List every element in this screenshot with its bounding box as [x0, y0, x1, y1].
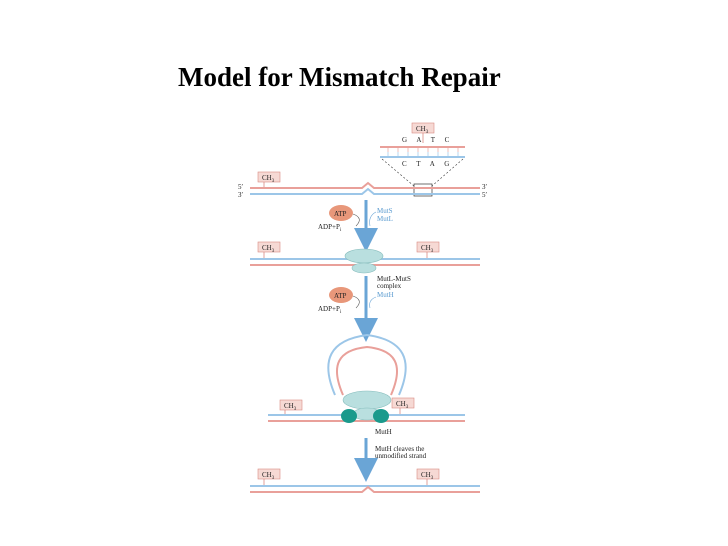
methyl-tag-row3-right: CH3: [391, 397, 415, 410]
svg-text:ATP: ATP: [334, 210, 347, 218]
muth-label-2: MutH: [375, 428, 392, 436]
svg-text:CH3: CH3: [396, 400, 409, 410]
three-prime-left: 3′: [238, 191, 244, 199]
atp-node-2: ATP: [329, 287, 353, 303]
mutl-label: MutL: [377, 215, 393, 223]
muth-protein-right: [373, 409, 389, 423]
methyl-tag-row2-right: CH3: [416, 241, 440, 254]
methyl-tag-row1: CH3: [257, 171, 281, 184]
dna-row-3-loop: CH3 CH3: [268, 333, 465, 423]
dna-row-1: CH3 5′ 3′ 3′ 5′: [238, 171, 488, 199]
muts-label: MutS: [377, 207, 393, 215]
methyl-tag-row2-left: CH3: [257, 241, 281, 254]
svg-text:CH3: CH3: [262, 244, 275, 254]
atp-node-1: ATP: [329, 205, 353, 221]
cleave-label-2: unmodified strand: [375, 452, 427, 460]
ctag-bottom-sequence: C T A G: [402, 160, 453, 168]
svg-text:ATP: ATP: [334, 292, 347, 300]
dna-row-2: CH3 CH3: [250, 241, 480, 274]
three-prime-right: 3′: [482, 183, 488, 191]
mutl-muts-complex-label-2: complex: [377, 282, 402, 290]
gatc-top-sequence: G A T C: [402, 136, 453, 144]
adp-pi-2: ADP+Pi: [318, 305, 342, 315]
mutl-muts-complex-1: [344, 248, 384, 264]
mutl-muts-complex-2: [342, 390, 392, 410]
gatc-inset: CH3 G A T C C T A G: [380, 122, 465, 197]
cleave-label-1: MutH cleaves the: [375, 445, 424, 453]
svg-text:CH3: CH3: [262, 174, 275, 184]
muth-protein-left: [341, 409, 357, 423]
svg-text:CH3: CH3: [416, 125, 429, 135]
methyl-tag-row3-left: CH3: [279, 399, 303, 412]
methyl-tag-row4-right: CH3: [416, 468, 440, 481]
dna-row-4: CH3 CH3: [250, 468, 480, 493]
svg-text:CH3: CH3: [421, 244, 434, 254]
slide-title: Model for Mismatch Repair: [178, 62, 501, 92]
five-prime-left: 5′: [238, 183, 244, 191]
muth-label-1: MutH: [377, 291, 394, 299]
mutl-muts-complex-label-1: MutL-MutS: [377, 275, 411, 283]
svg-text:CH3: CH3: [421, 471, 434, 481]
adp-pi-1: ADP+Pi: [318, 223, 342, 233]
five-prime-right: 5′: [482, 191, 488, 199]
svg-text:CH3: CH3: [262, 471, 275, 481]
svg-text:CH3: CH3: [284, 402, 297, 412]
methyl-tag-row4-left: CH3: [257, 468, 281, 481]
